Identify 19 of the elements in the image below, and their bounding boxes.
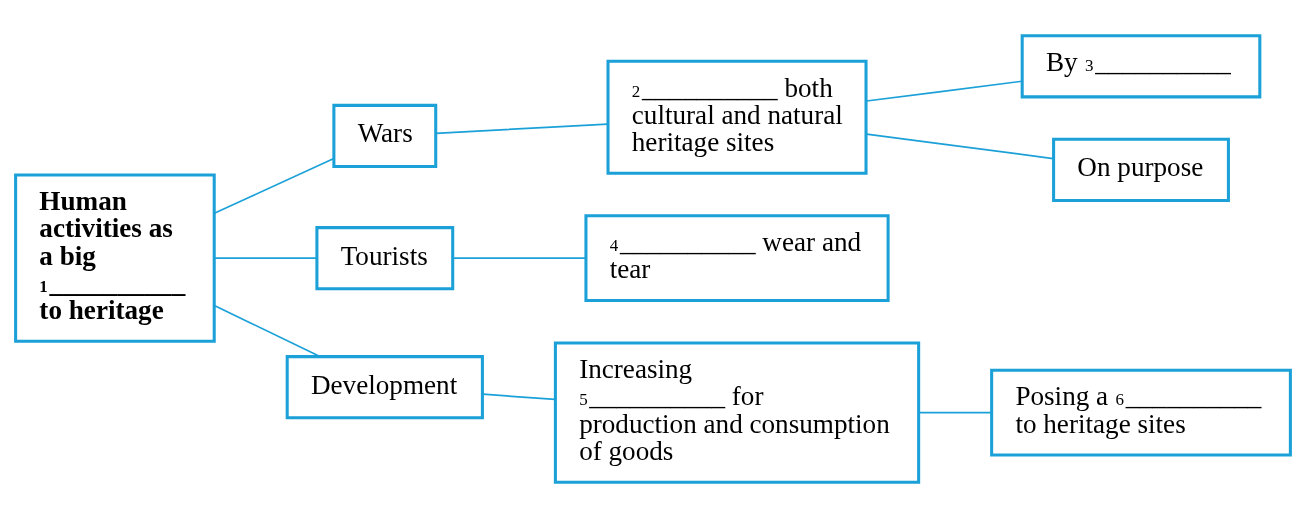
node-box: 2__________ both cultural and natural heritage sites — [606, 59, 868, 175]
node-box: Human activities as a big 1__________ to heritage — [14, 172, 216, 343]
connector — [481, 392, 556, 400]
connector — [213, 157, 335, 214]
connector — [918, 411, 992, 413]
node-box: Increasing 5__________ for production and consumption of goods — [553, 341, 921, 484]
node-box: Tourists — [315, 225, 455, 290]
connector — [452, 256, 587, 259]
node-box: By 3__________ — [1020, 33, 1262, 98]
connector — [213, 256, 318, 259]
connector — [434, 122, 609, 134]
node-box: 4__________ wear and tear — [584, 213, 890, 302]
connector — [213, 304, 321, 357]
connector — [865, 79, 1023, 102]
node-box: Wars — [332, 103, 438, 168]
node-box: Posing a 6__________ to heritage sites — [990, 368, 1292, 457]
node-box: Development — [285, 354, 484, 419]
node-box: On purpose — [1052, 137, 1230, 202]
connector — [865, 132, 1054, 159]
